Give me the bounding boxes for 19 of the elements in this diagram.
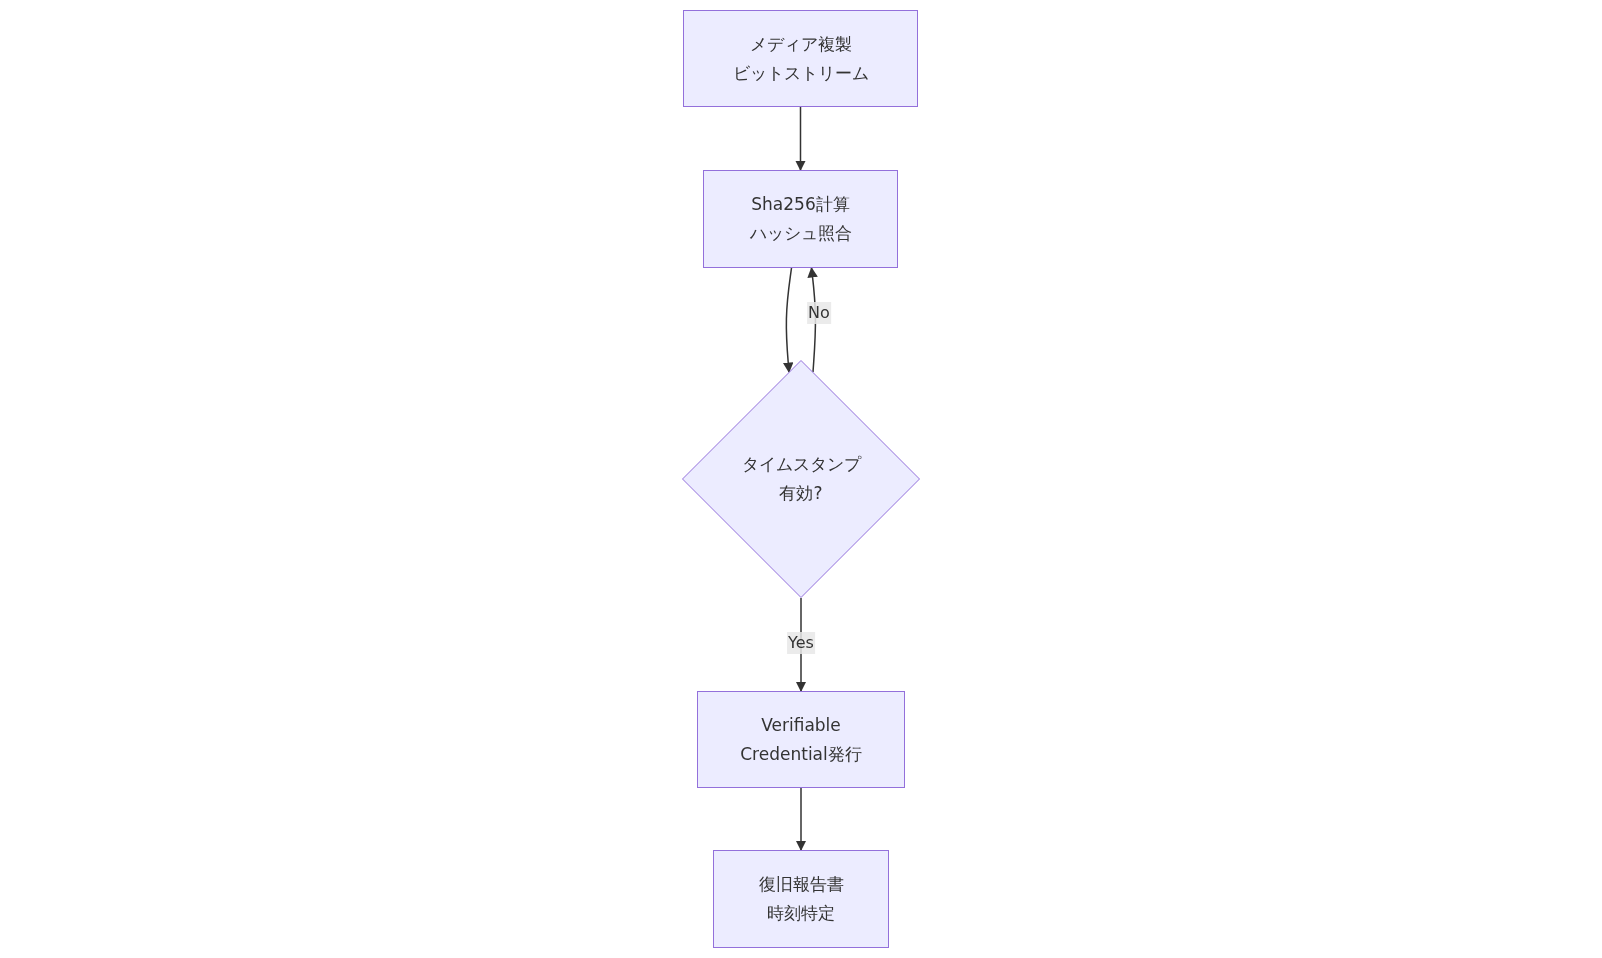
- process-box: [683, 10, 918, 107]
- arrow: [783, 267, 794, 374]
- edge-label: Yes: [787, 631, 815, 654]
- node-label: Verifiable Credential発行: [739, 713, 863, 766]
- node-label: ビットストリーム: [732, 61, 869, 85]
- node-label: ハッシュ照合: [749, 222, 852, 245]
- node-label: タイムスタンプ: [741, 453, 861, 476]
- node-label: メディア複製: [749, 32, 852, 56]
- process-box: [713, 850, 889, 948]
- node-label: 復旧報告書: [758, 873, 844, 896]
- node-label: 時刻特定: [767, 902, 835, 925]
- arrow: [795, 787, 807, 852]
- node-label: Sha256計算: [751, 193, 850, 216]
- node-label: 有効?: [779, 482, 823, 505]
- arrow: [807, 266, 818, 373]
- edge-label: No: [807, 302, 831, 324]
- process-box: [697, 691, 905, 788]
- arrow: [795, 106, 806, 172]
- process-box: [703, 170, 898, 268]
